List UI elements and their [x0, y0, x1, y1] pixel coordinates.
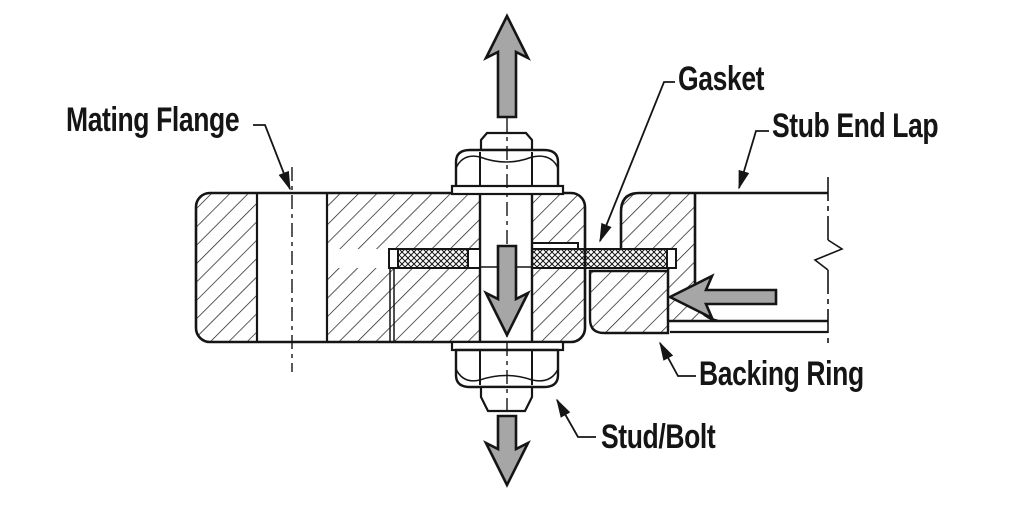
stub-end-lap-leader — [738, 130, 769, 190]
gasket-body — [388, 248, 677, 269]
up-force-arrow-icon — [483, 13, 531, 119]
stud-bolt-assembly — [450, 118, 565, 414]
bottom-nut-facets — [455, 350, 559, 385]
top-nut-facets — [455, 152, 559, 187]
gasket-leader — [599, 81, 675, 243]
pipe-break-line — [813, 177, 844, 347]
backing-ring-body — [588, 269, 670, 335]
mid-down-force-arrow-icon — [483, 244, 531, 338]
left-force-arrow-icon — [667, 273, 778, 321]
mating-flange-section — [194, 167, 587, 372]
stud-bolt-leader — [556, 398, 596, 438]
leader-lines — [253, 81, 769, 438]
mating-flange-leader — [253, 124, 291, 191]
backing-ring-leader — [659, 341, 696, 377]
force-arrows — [483, 13, 778, 488]
bottom-down-force-arrow-icon — [483, 414, 531, 488]
mating-flange-hatching — [196, 193, 585, 342]
